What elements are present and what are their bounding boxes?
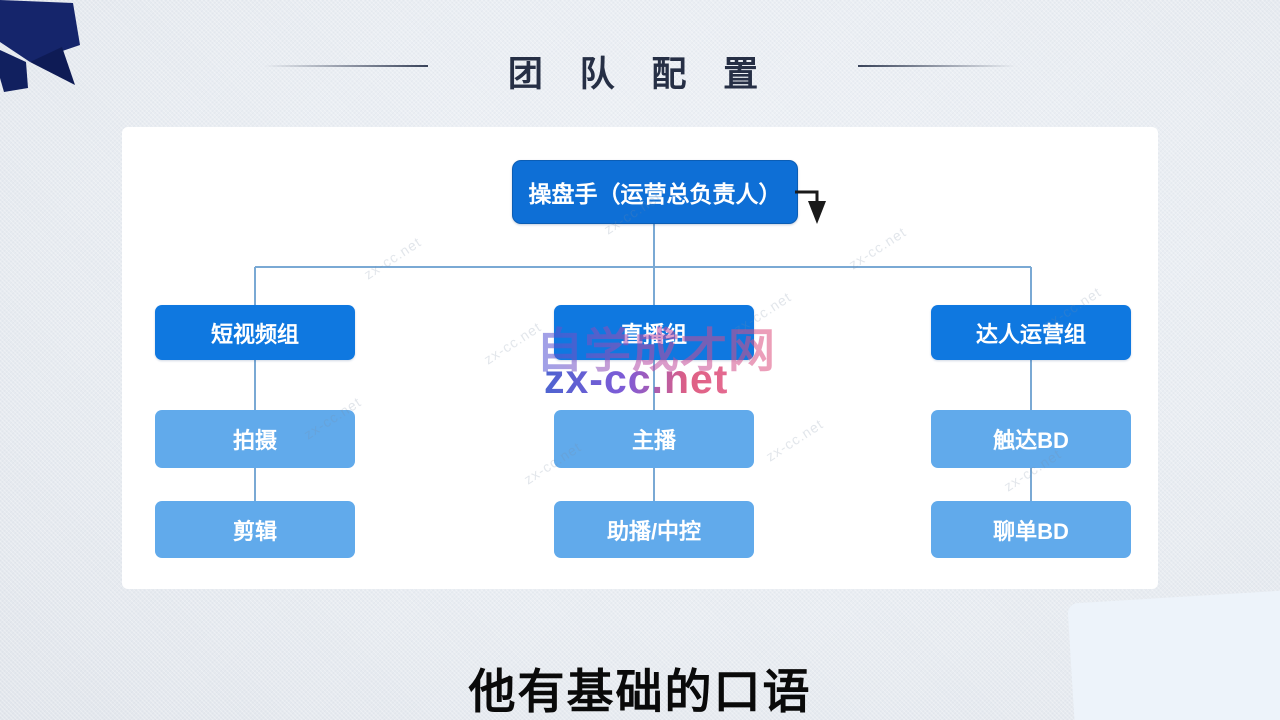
corner-down-arrow-icon [795, 190, 826, 224]
org-node-outreach-bd: 触达BD [931, 410, 1131, 468]
org-node-group-live: 直播组 [554, 305, 754, 360]
org-node-editing: 剪辑 [155, 501, 355, 558]
title-divider-right [858, 65, 1016, 67]
org-node-group-short-video: 短视频组 [155, 305, 355, 360]
org-node-host: 主播 [554, 410, 754, 468]
site-name-watermark: 自学成才网 [536, 312, 776, 381]
org-node-group-influencer: 达人运营组 [931, 305, 1131, 360]
site-url-watermark: zx-cc.net [544, 356, 729, 402]
org-node-assistant-host: 助播/中控 [554, 501, 754, 558]
org-node-chat-bd: 聊单BD [931, 501, 1131, 558]
org-node-root: 操盘手（运营总负责人） [512, 160, 798, 224]
org-node-shooting: 拍摄 [155, 410, 355, 468]
page-title: 团 队 配 置 [507, 55, 773, 94]
subtitle-caption: 他有基础的口语 [468, 667, 812, 719]
title-divider-left [264, 65, 428, 67]
ribbon-corner-icon [0, 0, 80, 92]
